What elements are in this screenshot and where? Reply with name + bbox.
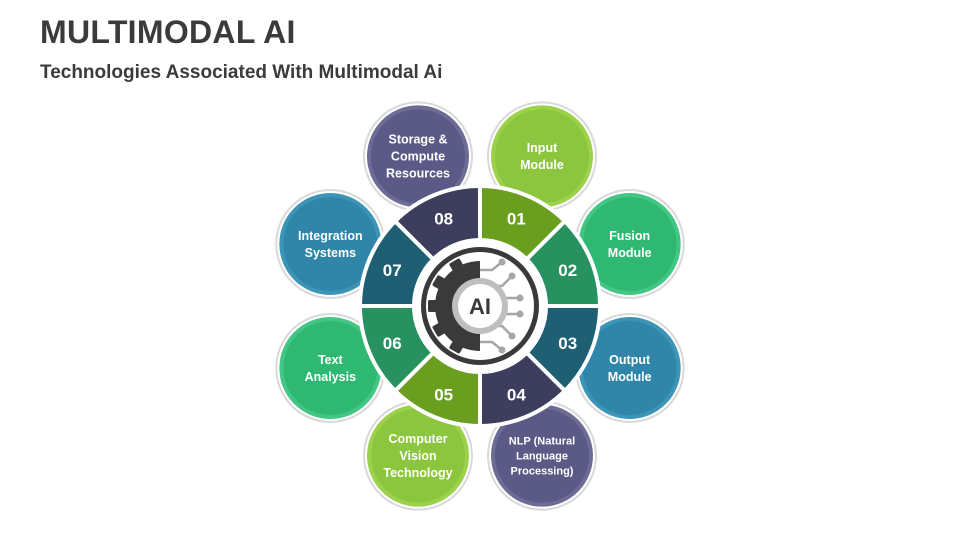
bubble-fill — [494, 408, 589, 503]
segment-number: 07 — [383, 261, 402, 280]
slide-title: MULTIMODAL AI — [40, 14, 296, 50]
bubble-label-line: Storage & — [388, 133, 447, 147]
ai-badge — [458, 284, 502, 328]
bubble-label-line: Module — [520, 158, 564, 172]
bubble-fill — [494, 109, 589, 204]
bubble-label-line: Module — [608, 370, 652, 384]
segment-number: 06 — [383, 334, 402, 353]
bubble-fill — [371, 408, 466, 503]
bubble-label-line: Output — [609, 353, 651, 367]
bubble-fill — [283, 320, 378, 415]
segment-08: 08 — [393, 184, 482, 262]
segment-number: 05 — [434, 385, 453, 404]
bubble-label-line: Fusion — [609, 229, 650, 243]
bubble-label-line: Language — [516, 451, 568, 463]
bubble-label-line: Vision — [399, 449, 436, 463]
slide-subtitle: Technologies Associated With Multimodal … — [40, 62, 443, 83]
segment-number: 03 — [558, 334, 577, 353]
bubble-fill — [582, 320, 677, 415]
bubble-label-line: Text — [318, 353, 344, 367]
segment-number: 08 — [434, 210, 453, 229]
bubble-label-line: Systems — [305, 246, 356, 260]
bubble-fill — [371, 109, 466, 204]
bubble-label-line: Module — [608, 246, 652, 260]
bubble-label-line: Input — [527, 141, 558, 155]
bubble-label-line: NLP (Natural — [509, 436, 575, 448]
bubble-label-line: Processing) — [511, 466, 574, 478]
bubble-label-line: Technology — [383, 466, 452, 480]
bubble-label-line: Resources — [386, 167, 450, 181]
bubble-label-line: Analysis — [305, 370, 356, 384]
segment-number: 01 — [507, 210, 526, 229]
bubble-fill — [283, 197, 378, 292]
bubble-label-line: Compute — [391, 150, 445, 164]
bubble-label-line: Computer — [388, 432, 447, 446]
segment-number: 04 — [507, 385, 526, 404]
segment-number: 02 — [558, 261, 577, 280]
bubble-fill — [582, 197, 677, 292]
segment-wedge — [393, 184, 482, 262]
bubble-label-line: Integration — [298, 229, 363, 243]
ai-label: AI — [469, 294, 491, 319]
